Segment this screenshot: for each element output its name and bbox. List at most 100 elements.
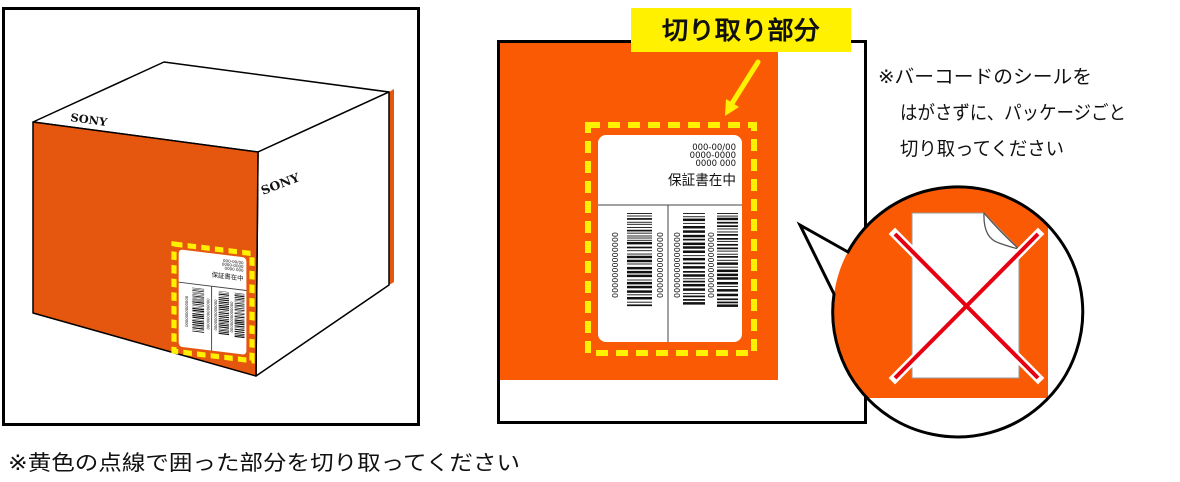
barcode-bar xyxy=(627,250,652,252)
barcode-bar xyxy=(717,225,738,228)
arrow-icon xyxy=(725,59,761,116)
barcode-bar xyxy=(627,285,652,289)
barcode-bar xyxy=(627,246,652,249)
barcode-bar xyxy=(683,230,705,233)
barcode-bar xyxy=(683,299,705,301)
barcode-bar xyxy=(683,278,705,280)
barcode-bar xyxy=(717,277,738,280)
label-sheet xyxy=(598,135,742,342)
barcode-bar xyxy=(192,316,205,320)
barcode-bar xyxy=(218,295,229,298)
label-code-line: 000-00/00 xyxy=(692,143,736,153)
barcode-bar xyxy=(627,235,652,237)
barcode-bar xyxy=(234,313,245,316)
barcode-bar xyxy=(218,304,229,308)
barcode-bar xyxy=(192,287,205,290)
warranty-label-detail: 000-00/00 0000-0000 0000 000 保証書在中 00000… xyxy=(585,122,757,356)
barcode-digits: 0000000000000 xyxy=(611,232,620,298)
barcode-bar xyxy=(717,301,738,304)
barcode-bar xyxy=(192,306,205,309)
barcode-bar xyxy=(218,310,229,313)
note-line: ※バーコードのシールを xyxy=(878,66,1092,88)
barcode-bar xyxy=(234,314,245,317)
barcode-bar xyxy=(192,289,205,293)
barcode-bar xyxy=(627,266,652,270)
bubble-closeup xyxy=(833,186,1083,436)
barcode-digits: 0000000000000 xyxy=(214,299,218,331)
barcode-bar xyxy=(627,253,652,255)
warning-bubble xyxy=(796,185,1085,439)
barcode-bar xyxy=(627,229,652,232)
barcode-bar xyxy=(218,332,229,336)
barcode-digits: 0000000000000 xyxy=(185,295,189,327)
sony-logo-top: SONY xyxy=(70,111,109,129)
barcode-bar xyxy=(717,304,738,307)
barcode-bar xyxy=(627,237,652,239)
bubble-outline xyxy=(796,185,1085,439)
detail-panel: 000-00/00 0000-0000 0000 000 保証書在中 00000… xyxy=(497,40,867,424)
barcode-bar xyxy=(683,257,705,261)
cut-line-dashed xyxy=(585,122,757,356)
barcode-bar xyxy=(717,240,738,242)
footer-note: ※黄色の点線で囲った部分を切り取ってください xyxy=(8,451,520,475)
barcode-bar xyxy=(683,302,705,305)
barcode-bar xyxy=(234,327,245,329)
barcode-bar xyxy=(717,215,738,217)
arrow-head xyxy=(725,99,739,116)
barcode-bar xyxy=(218,315,229,319)
barcode-bar xyxy=(717,262,738,265)
barcode-bar xyxy=(717,253,738,255)
barcode-bar xyxy=(683,274,705,277)
barcode-bar xyxy=(192,299,205,302)
barcode-bar xyxy=(218,326,229,329)
barcode-bar xyxy=(234,316,245,319)
barcode-bar xyxy=(218,290,229,293)
barcode-bar xyxy=(192,311,205,314)
barcode-bar xyxy=(717,243,738,246)
barcode-bar xyxy=(683,283,705,287)
barcode-bar xyxy=(717,217,738,221)
barcode-bar xyxy=(717,238,738,240)
barcode xyxy=(717,213,738,307)
barcode-bar xyxy=(627,290,652,293)
barcode-bar xyxy=(627,279,652,281)
barcode-digits: 0000000000000 xyxy=(707,232,716,298)
barcode-bar xyxy=(627,274,652,278)
barcode-bar xyxy=(192,294,205,297)
box-right-edge xyxy=(389,89,394,285)
barcode-bar xyxy=(627,263,652,265)
barcode-bar xyxy=(234,304,245,307)
barcode-bar xyxy=(717,281,738,285)
barcode-bar xyxy=(627,215,652,217)
barcode-bar xyxy=(192,303,205,306)
cross-icon xyxy=(888,227,1045,385)
barcode-bar xyxy=(218,296,229,300)
barcode-bar xyxy=(192,314,205,318)
barcode-bar xyxy=(683,293,705,295)
barcode-bar xyxy=(234,319,245,322)
barcode-bar xyxy=(627,232,652,234)
barcode-bar xyxy=(683,238,705,241)
barcode-bar xyxy=(192,327,205,330)
barcode-bar xyxy=(627,294,652,296)
barcode-bar xyxy=(627,296,652,300)
barcode xyxy=(627,213,652,307)
callout-box xyxy=(631,8,851,52)
barcode-bar xyxy=(218,293,229,296)
barcode-bar xyxy=(627,304,652,307)
barcode-bar xyxy=(717,266,738,268)
barcode-bar xyxy=(234,328,245,331)
barcode-bar xyxy=(717,228,738,230)
barcode-bar xyxy=(234,322,245,326)
label-code-line: 0000 000 xyxy=(225,265,244,272)
barcode-bar xyxy=(627,223,652,225)
barcode-bar xyxy=(234,295,245,298)
barcode-bar xyxy=(717,256,738,258)
barcode-bar xyxy=(683,255,705,257)
barcode-digits: 0000000000000 xyxy=(673,232,682,298)
barcode-bar xyxy=(192,307,205,311)
barcode-bar xyxy=(627,239,652,241)
barcode-bar xyxy=(218,321,229,324)
barcode-bar xyxy=(192,292,205,295)
barcode-bar xyxy=(192,330,205,333)
